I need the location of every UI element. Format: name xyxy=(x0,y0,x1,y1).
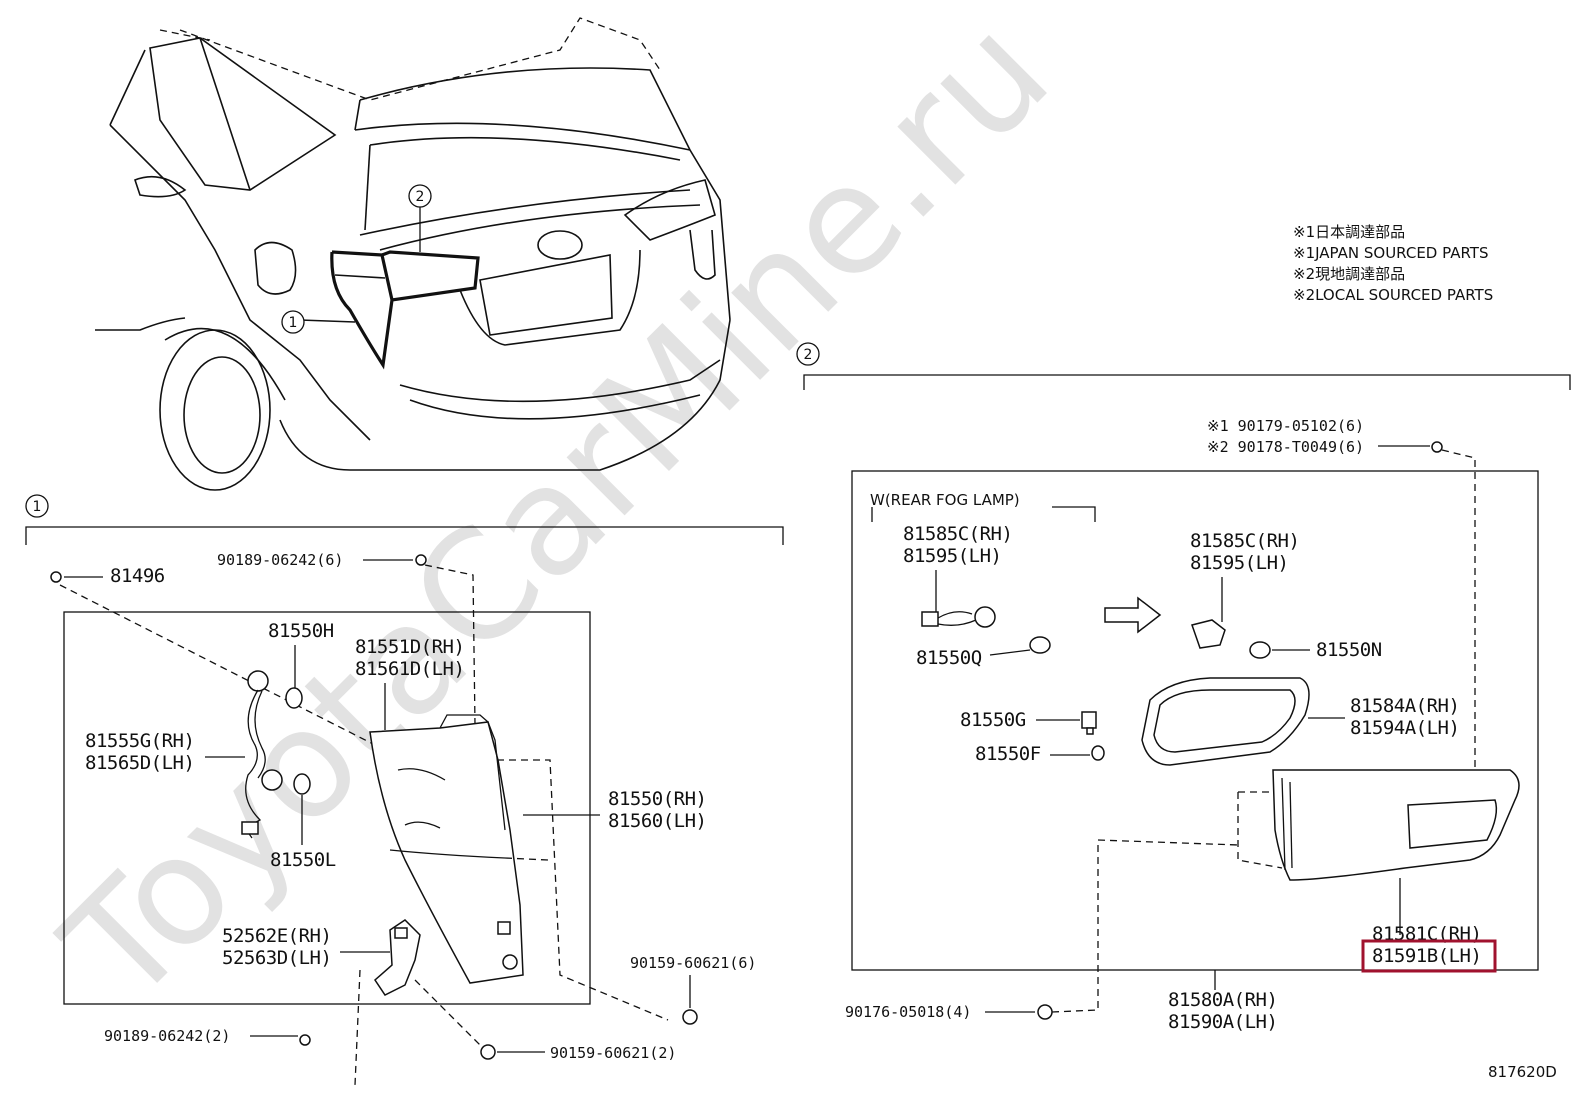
part-90189-06242-6: 90189-06242(6) xyxy=(217,551,343,569)
part-81496: 81496 xyxy=(110,565,165,587)
group-2-frame xyxy=(851,470,1539,971)
part-90189-06242-2: 90189-06242(2) xyxy=(104,1027,230,1045)
group-1-frame xyxy=(63,611,591,1005)
group-2-bracket xyxy=(803,374,1571,390)
part-90178-T0049: ※2 90178-T0049(6) xyxy=(1207,438,1364,456)
nut-90159-6-icon xyxy=(682,1009,698,1025)
part-81594A: 81594A(LH) xyxy=(1350,717,1459,739)
group-2-back-door-lamp: 2 ※1 90179-05102(6) ※2 90178-T0049(6) W(… xyxy=(796,342,1571,1033)
note-local-en: ※2LOCAL SOURCED PARTS xyxy=(1293,286,1493,304)
group-1-callout xyxy=(25,494,49,518)
socket-52562E-icon xyxy=(374,919,421,996)
tail-lamp-81550-icon xyxy=(369,714,524,984)
screw-90189-2-icon xyxy=(299,1034,311,1046)
note-japan-en: ※1JAPAN SOURCED PARTS xyxy=(1293,244,1488,262)
bulb-81550Q-icon xyxy=(1029,636,1051,654)
part-81551D: 81551D(RH) xyxy=(355,636,464,658)
part-81595: 81595(LH) xyxy=(1190,552,1288,574)
socket-81585C-icon xyxy=(1191,619,1226,649)
part-81550L: 81550L xyxy=(270,849,336,871)
back-door-lamp-81581C-icon xyxy=(1272,769,1520,881)
gasket-81584A-icon xyxy=(1141,677,1310,766)
callout-1-car-label: 1 xyxy=(289,315,298,331)
note-local-jp: ※2現地調達部品 xyxy=(1293,265,1405,283)
arrow-icon xyxy=(1104,596,1162,634)
part-81591B: 81591B(LH) xyxy=(1372,945,1481,967)
part-81595-fog: 81595(LH) xyxy=(903,545,1001,567)
part-52562E: 52562E(RH) xyxy=(222,925,331,947)
part-90176-05018: 90176-05018(4) xyxy=(845,1003,971,1021)
fog-socket-wire-icon xyxy=(921,606,996,628)
rear-fog-lamp-label: W(REAR FOG LAMP) xyxy=(870,491,1020,509)
part-81550G: 81550G xyxy=(960,709,1026,731)
group-2-callout-label: 2 xyxy=(804,347,813,363)
part-81550F: 81550F xyxy=(975,743,1041,765)
group-1-callout-label: 1 xyxy=(33,499,42,515)
part-90159-60621-2: 90159-60621(2) xyxy=(550,1044,676,1062)
part-81565D: 81565D(LH) xyxy=(85,752,194,774)
part-81584A: 81584A(RH) xyxy=(1350,695,1459,717)
diagram-code: 817620D xyxy=(1488,1063,1557,1081)
part-81550Q: 81550Q xyxy=(916,647,982,669)
highlight-81591B xyxy=(1361,939,1497,973)
group-1-rear-combination-lamp: 1 81496 90189-06242(6) 81550H 81555G(RH)… xyxy=(25,494,784,1086)
bulb-81550N-icon xyxy=(1249,641,1271,659)
bulb-81550F-icon xyxy=(1091,745,1105,761)
note-japan-jp: ※1日本調達部品 xyxy=(1293,223,1405,241)
nut-90159-2-icon xyxy=(480,1044,496,1060)
wire-harness-81555G-icon xyxy=(241,670,283,839)
part-52563D: 52563D(LH) xyxy=(222,947,331,969)
part-81560-lh: 81560(LH) xyxy=(608,810,706,832)
part-81580A: 81580A(RH) xyxy=(1168,989,1277,1011)
socket-81550G-icon xyxy=(1081,711,1097,735)
part-90179-05102: ※1 90179-05102(6) xyxy=(1207,417,1364,435)
callout-2-car-label: 2 xyxy=(416,189,425,205)
part-81550-rh: 81550(RH) xyxy=(608,788,706,810)
bulb-81550L-icon xyxy=(293,773,311,795)
car-rear-illustration xyxy=(95,17,731,491)
group-2-callout xyxy=(796,342,820,366)
sourcing-notes: ※1日本調達部品 ※1JAPAN SOURCED PARTS ※2現地調達部品 … xyxy=(1293,223,1493,304)
bulb-81550H-icon xyxy=(285,687,303,709)
part-81590A: 81590A(LH) xyxy=(1168,1011,1277,1033)
watermark-text: ToyotaCarMine.ru xyxy=(32,0,1082,1036)
group-1-bracket xyxy=(25,526,784,545)
part-81585C: 81585C(RH) xyxy=(1190,530,1299,552)
part-81585C-fog: 81585C(RH) xyxy=(903,523,1012,545)
part-81555G: 81555G(RH) xyxy=(85,730,194,752)
part-81550N: 81550N xyxy=(1316,639,1382,661)
screw-90189-icon xyxy=(415,554,427,566)
callout-1-car xyxy=(281,310,305,334)
part-81550H: 81550H xyxy=(268,620,334,642)
part-90159-60621-6: 90159-60621(6) xyxy=(630,954,756,972)
part-81561D: 81561D(LH) xyxy=(355,658,464,680)
nut-90176-icon xyxy=(1037,1004,1053,1020)
screw-90179-icon xyxy=(1431,441,1443,453)
bolt-81496-icon xyxy=(50,571,62,583)
